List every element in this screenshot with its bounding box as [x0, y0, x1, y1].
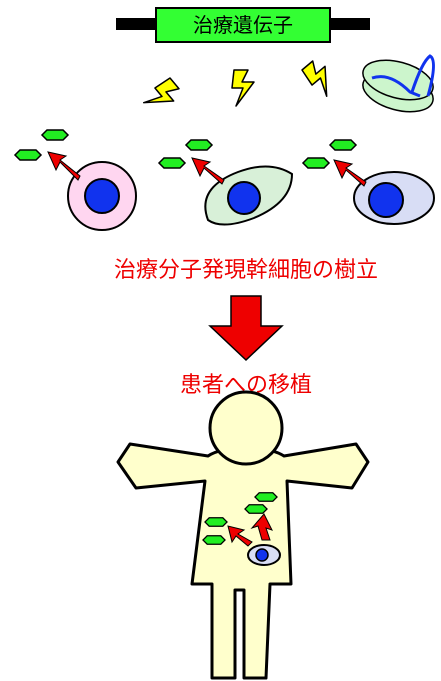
down-arrow-icon [208, 295, 284, 362]
stem-cell-green [158, 139, 294, 226]
red-arrow-icon [333, 159, 367, 187]
transplanted-cell [247, 544, 281, 566]
cell-nucleus [227, 181, 261, 215]
red-arrow-icon [47, 151, 81, 181]
red-arrow-icon [250, 513, 273, 541]
patient-head [208, 390, 284, 466]
stem-cell-pink [14, 129, 137, 231]
red-arrow-icon [227, 525, 253, 547]
stem-cell-blue [302, 139, 435, 225]
cell-nucleus [368, 182, 404, 218]
gene-box [155, 7, 331, 43]
cell-nucleus [84, 178, 120, 214]
plasmid-icon [362, 54, 435, 113]
gene-label: 治療遺伝子 [193, 13, 293, 37]
lightning-bolt-icon-left [140, 75, 184, 118]
gene-bar-left [116, 18, 156, 30]
lightning-bolt-icon-right [299, 56, 342, 100]
step1-caption: 治療分子発現幹細胞の樹立 [114, 258, 378, 283]
red-arrow-icon [191, 157, 225, 185]
patient-figure [116, 390, 370, 680]
gene-construct: 治療遺伝子 [116, 7, 370, 43]
lightning-bolt-icon-center [231, 69, 255, 107]
gene-bar-right [330, 18, 370, 30]
patient-body [116, 442, 370, 680]
